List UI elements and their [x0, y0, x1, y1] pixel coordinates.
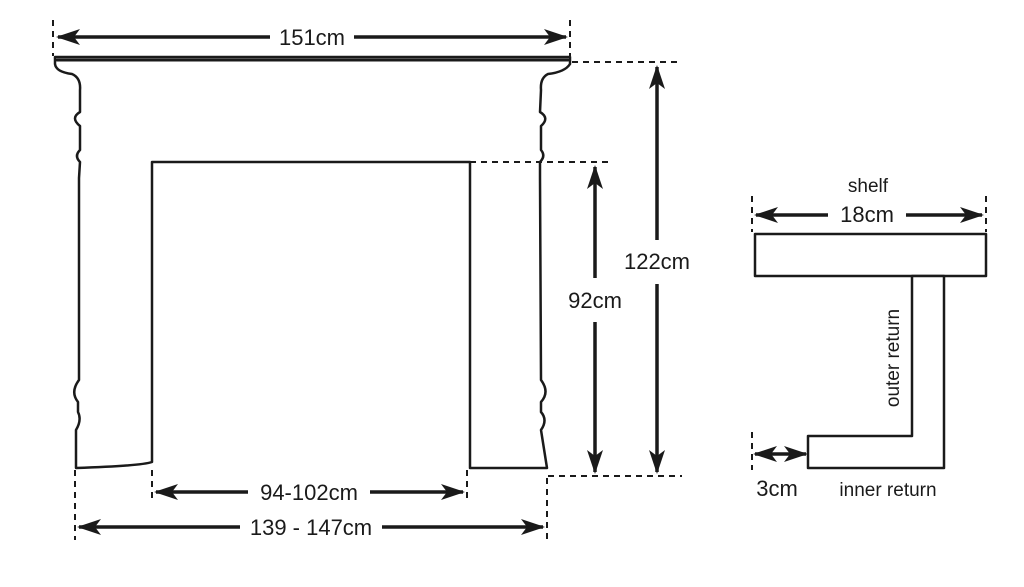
overall-width-label: 151cm [279, 25, 345, 50]
opening-width-dimension: 94-102cm [151, 470, 468, 505]
thickness-label: 3cm [756, 476, 798, 501]
shelf-block [753, 232, 988, 278]
overall-height-label: 122cm [624, 249, 690, 274]
overall-height-dimension: 122cm [548, 61, 690, 477]
outer-return-label: outer return [883, 309, 904, 407]
opening-height-label: 92cm [568, 288, 622, 313]
return-profile [806, 274, 946, 470]
inner-return-label: inner return [839, 480, 936, 501]
opening-width-label: 94-102cm [260, 480, 358, 505]
overall-width-dimension: 151cm [52, 20, 571, 56]
footprint-width-label: 139 - 147cm [250, 515, 372, 540]
shelf-label: shelf [848, 176, 889, 197]
profile-view: shelf 18cm outer return inner return 3cm [751, 176, 988, 501]
opening-height-dimension: 92cm [470, 161, 622, 474]
mantel-outline [53, 55, 572, 470]
shelf-depth-label: 18cm [840, 202, 894, 227]
fireplace-front-view [53, 55, 572, 470]
footprint-width-dimension: 139 - 147cm [74, 470, 548, 540]
